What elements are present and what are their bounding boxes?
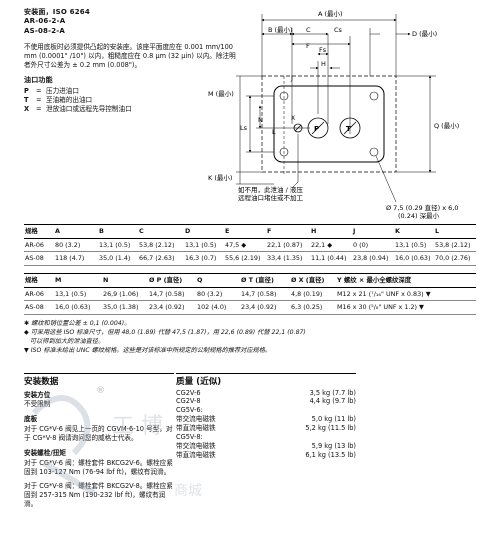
drain-note-1: 如不用，此泄油 / 液压 — [238, 185, 303, 194]
dim-f: F — [306, 42, 310, 50]
orientation-title: 安装方位 — [24, 390, 51, 399]
hole-spec-2: (0.24) 深最小 — [398, 211, 440, 220]
model-ar06: AR-06-2-A — [24, 17, 66, 26]
port-row: X=泄放油口或远程先导控制油口 — [24, 105, 132, 114]
port-x-label: X — [291, 115, 295, 122]
dim-fs: Fs — [319, 46, 327, 54]
install-header: 安装数据 — [24, 373, 174, 389]
dim-d: D (最小) — [412, 29, 437, 38]
table-row: AS-08 118 (4.7) 35,0 (1.4) 66,7 (2.63) 1… — [24, 251, 476, 266]
weight-row: CG5V-8: — [176, 433, 203, 442]
bolt-text-8: 对于 CG*V-8 阀：螺栓套件 BKCG2V-8。螺栓应紧固到 257-315… — [24, 481, 173, 508]
model-as08: AS-08-2-A — [24, 26, 66, 35]
bolt-title: 安装螺栓/扭矩 — [24, 449, 66, 458]
intro-description: 不使用底板时必须提供凸起的安装座。该座平面度应在 0.001 mm/100 mm… — [24, 43, 236, 70]
footnotes: ✱ 螺纹和销位置公差 ± 0,1 (0.004)。 ◆ 可采用这些 ISO 标准… — [24, 320, 476, 356]
footnote: ◆ 可采用这些 ISO 标准尺寸，但用 48,0 (1.89) 代替 47,5 … — [24, 328, 306, 336]
bottom-section: 安装数据 安装方位 不受限制 底板 对于 CG*V-6 阀见上一页的 CGVM-… — [24, 373, 476, 553]
dimension-table-1: 规格 A B C D E F H J K L AR-06 80 (3.2) 13… — [24, 224, 476, 266]
dim-cs: Cs — [334, 26, 343, 34]
dim-n: N — [258, 116, 263, 124]
dimension-tables: 规格 A B C D E F H J K L AR-06 80 (3.2) 13… — [24, 224, 476, 356]
mounting-surface-drawing: P T X A (最小) B (最小) C Cs D (最小) F Fs H J… — [208, 9, 459, 220]
weight-row: CG5V-6: — [176, 406, 203, 415]
table-header-row: 规格 A B C D E F H J K L — [24, 224, 476, 239]
dim-q: Q (最小) — [434, 121, 459, 130]
dimension-table-2: 规格 M N Ø P (直径) Q Ø T (直径) Ø X (直径) Y 螺纹… — [24, 272, 476, 315]
port-p-label: P — [314, 125, 319, 133]
port-row: T=至油箱的出油口 — [24, 96, 93, 105]
table-row: AR-06 80 (3.2) 13,1 (0.5) 53,8 (2.12) 13… — [24, 238, 476, 253]
footnote: 可以得到加大的泄油直径。 — [24, 337, 105, 345]
bolt-text-6: 对于 CG*V-6 阀：螺栓套件 BKCG2V-6。螺栓应紧固到 103-127… — [24, 458, 173, 476]
table-header-row: 规格 M N Ø P (直径) Q Ø T (直径) Ø X (直径) Y 螺纹… — [24, 272, 476, 288]
dim-ls: Ls — [240, 124, 248, 132]
dim-j: J — [290, 74, 293, 82]
table-row: AS-08 16,0 (0.63) 35,0 (1.38) 23,4 (0.92… — [24, 300, 476, 315]
port-t-label: T — [346, 125, 351, 133]
dim-c: C — [306, 26, 311, 34]
port-list: P=压力进油口 T=至油箱的出油口 X=泄放油口或远程先导控制油口 — [24, 87, 239, 114]
dim-b: B (最小) — [268, 25, 293, 34]
dim-a: A (最小) — [318, 9, 343, 18]
table-row: AR-06 13,1 (0.5) 26,9 (1.06) 14,7 (0.58)… — [24, 287, 476, 302]
dim-k: K (最小) — [208, 173, 232, 182]
weight-header: 质量 (近似) — [176, 373, 356, 389]
subplate-text: 对于 CG*V-6 阀见上一页的 CGVM-6-10 号型，对于 CG*V-8 … — [24, 425, 173, 443]
install-data: 安装数据 安装方位 不受限制 底板 对于 CG*V-6 阀见上一页的 CGVM-… — [24, 373, 174, 508]
intro-title: 安装面，ISO 6264 — [24, 8, 90, 16]
dim-l: L — [272, 128, 276, 136]
dim-m: M (最小) — [208, 89, 234, 98]
dim-h: H — [321, 60, 326, 68]
drain-note-2: 远程油口堵住或不加工 — [238, 193, 304, 202]
port-functions-title: 油口功能 — [24, 75, 53, 84]
port-row: P=压力进油口 — [24, 87, 79, 96]
watermark-text-2: 商城 — [174, 483, 202, 499]
footnote: ▼ ISO 标准未给出 UNC 螺纹规格。这些是对该标准中所规定的公制规格的推荐… — [24, 346, 272, 354]
footnote: ✱ 螺纹和销位置公差 ± 0,1 (0.004)。 — [24, 319, 131, 327]
subplate-title: 底板 — [24, 415, 38, 424]
orientation-text: 不受限制 — [24, 400, 51, 409]
hole-spec-1: Ø 7,5 (0.29 直径) x 6,0 — [386, 203, 459, 212]
intro-block: 安装面，ISO 6264 AR-06-2-A AS-08-2-A 不使用底板时必… — [24, 8, 239, 114]
